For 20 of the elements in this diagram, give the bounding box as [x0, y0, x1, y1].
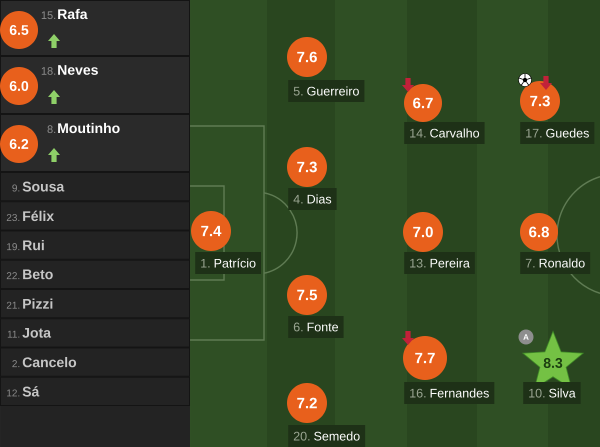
name-label: 14. Carvalho — [404, 122, 485, 144]
list-row: 9. Sousa — [0, 172, 190, 202]
list-row: 22. Beto — [0, 260, 190, 289]
list-row: 19. Rui — [0, 230, 190, 260]
name-label: 16. Fernandes — [404, 382, 494, 404]
name-label: 13. Pereira — [404, 252, 475, 274]
name-label: 7. Ronaldo — [520, 252, 590, 274]
list-row: 12. Sá — [0, 376, 190, 406]
list-row: 21. Pizzi — [0, 289, 190, 318]
name-label: 17. Guedes — [520, 122, 594, 144]
captain-badge: A — [518, 330, 534, 344]
name-label: 5. Guerreiro — [288, 80, 364, 102]
list-row: 23. Félix — [0, 201, 190, 230]
name-label: 4. Dias — [288, 188, 337, 210]
name-label: 10. Silva — [523, 382, 581, 404]
list-row: 11. Jota — [0, 318, 190, 348]
name-label: 6. Fonte — [288, 316, 344, 338]
list-row: 2. Cancelo — [0, 348, 190, 377]
name-label: 20. Semedo — [288, 425, 366, 447]
name-label: 1. Patrício — [195, 252, 261, 274]
